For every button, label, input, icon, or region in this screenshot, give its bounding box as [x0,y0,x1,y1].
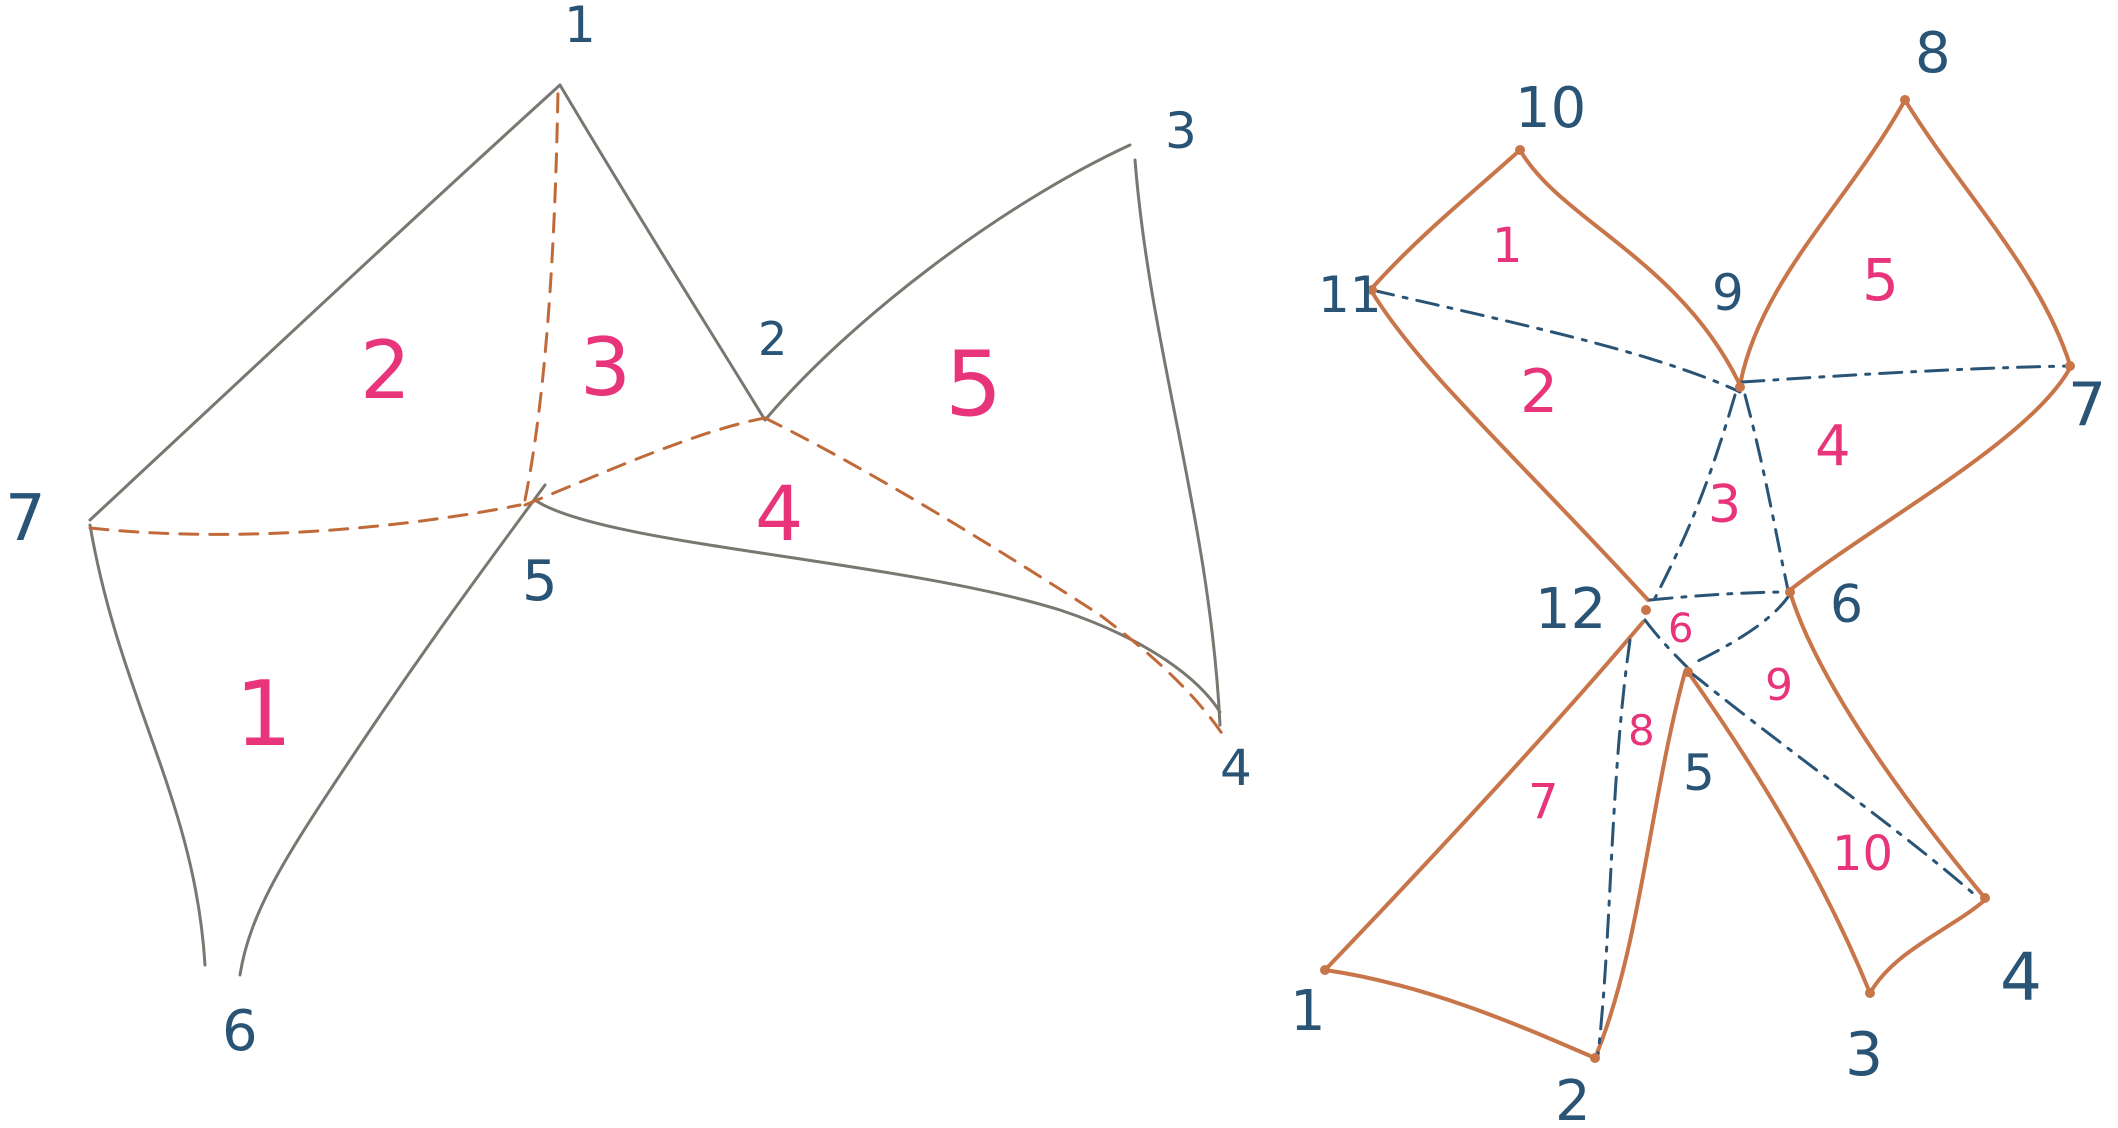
edge-5-3 [1686,670,1872,995]
left-face-5: 5 [945,332,1002,437]
right-face-6: 6 [1668,606,1693,652]
dot-5 [1683,667,1693,677]
edge-7-6 [88,523,207,967]
left-face-2: 2 [360,324,411,417]
right-vertex-1: 1 [1290,979,1326,1044]
dot-4 [1980,893,1990,903]
right-face-5: 5 [1862,246,1899,314]
edge-5-2 [523,416,767,507]
edge-5-4 [1688,670,1977,897]
right-outline-edges [1323,98,2072,1060]
edge-9-12 [1653,393,1737,600]
edge-8-7 [1903,98,2072,367]
dot-11 [1367,285,1377,295]
edge-12-2 [1596,638,1632,1057]
right-vertex-labels: 1 2 3 4 5 6 7 8 9 10 11 12 [1290,21,2106,1128]
dot-3 [1865,988,1875,998]
right-face-labels: 1 2 3 4 5 6 7 8 9 10 [1492,218,1899,882]
edge-7-6 [1788,366,2072,592]
right-face-8: 8 [1628,706,1655,755]
edge-1-2 [558,83,767,422]
edge-1-2 [1323,968,1597,1060]
right-vertex-10: 10 [1515,76,1586,141]
left-vertex-labels: 1 2 3 4 5 6 7 [5,0,1252,1064]
edge-12-5 [1643,618,1690,670]
right-vertex-7: 7 [2068,370,2106,440]
left-vertex-7: 7 [5,482,46,556]
right-vertex-8: 8 [1915,21,1951,86]
left-face-4: 4 [755,469,803,558]
right-vertex-9: 9 [1712,264,1744,322]
edge-12-1 [1323,620,1645,972]
right-face-10: 10 [1832,826,1893,882]
right-diagram: 1 2 3 4 5 6 7 8 9 10 11 12 1 2 3 4 5 6 7… [1290,21,2106,1128]
left-face-3: 3 [580,321,631,414]
right-vertex-2: 2 [1555,1069,1591,1128]
right-face-9: 9 [1765,660,1793,711]
right-face-2: 2 [1520,357,1558,427]
right-dashed-edges [1370,288,2072,1057]
edge-11-10 [1370,148,1522,290]
right-face-7: 7 [1528,774,1559,830]
left-vertex-4: 4 [1220,739,1252,797]
dot-7 [2065,361,2075,371]
edge-7-1 [88,83,562,522]
dot-2 [1590,1053,1600,1063]
right-vertex-12: 12 [1535,577,1606,642]
left-vertex-6: 6 [222,999,258,1064]
left-face-labels: 1 2 3 4 5 [235,321,1002,767]
edge-5-1 [523,88,560,502]
edge-3-4 [1133,158,1222,727]
edge-9-8 [1738,98,1907,387]
left-outline-edges [88,83,1222,977]
dot-1 [1320,965,1330,975]
edge-2-5 [1593,670,1687,1060]
dot-6 [1785,587,1795,597]
right-face-1: 1 [1492,218,1523,274]
edge-5-6 [238,483,547,977]
dot-9 [1735,382,1745,392]
edge-11-9 [1370,288,1742,394]
left-vertex-3: 3 [1165,102,1197,160]
edge-9-6 [1743,393,1790,592]
edge-9-7 [1740,364,2072,384]
edge-2-4 [763,416,1227,740]
right-face-4: 4 [1815,414,1851,479]
edge-4-6 [1788,590,1987,900]
right-vertex-dots [1320,95,2075,1063]
right-vertex-6: 6 [1830,575,1863,635]
left-face-1: 1 [235,662,292,767]
dot-8 [1900,95,1910,105]
edge-3-4 [1868,898,1987,995]
left-vertex-5: 5 [522,549,558,614]
edge-11-12 [1370,290,1650,602]
left-dashed-edges [88,88,1227,740]
edge-12-6 [1648,590,1792,602]
right-vertex-11: 11 [1318,266,1382,324]
left-diagram: 1 2 3 4 5 6 7 1 2 3 4 5 [5,0,1252,1064]
right-face-3: 3 [1708,475,1741,535]
edge-2-3 [763,143,1132,422]
left-vertex-2: 2 [758,312,787,366]
right-vertex-5: 5 [1683,744,1715,802]
dot-12 [1641,605,1651,615]
edge-6-5 [1688,592,1792,667]
edge-10-9 [1518,148,1742,387]
edge-5-4 [533,498,1222,714]
right-vertex-4: 4 [2000,939,2042,1016]
right-vertex-3: 3 [1845,1020,1883,1090]
edge-7-5 [88,503,522,536]
dot-10 [1515,145,1525,155]
left-vertex-1: 1 [564,0,596,54]
